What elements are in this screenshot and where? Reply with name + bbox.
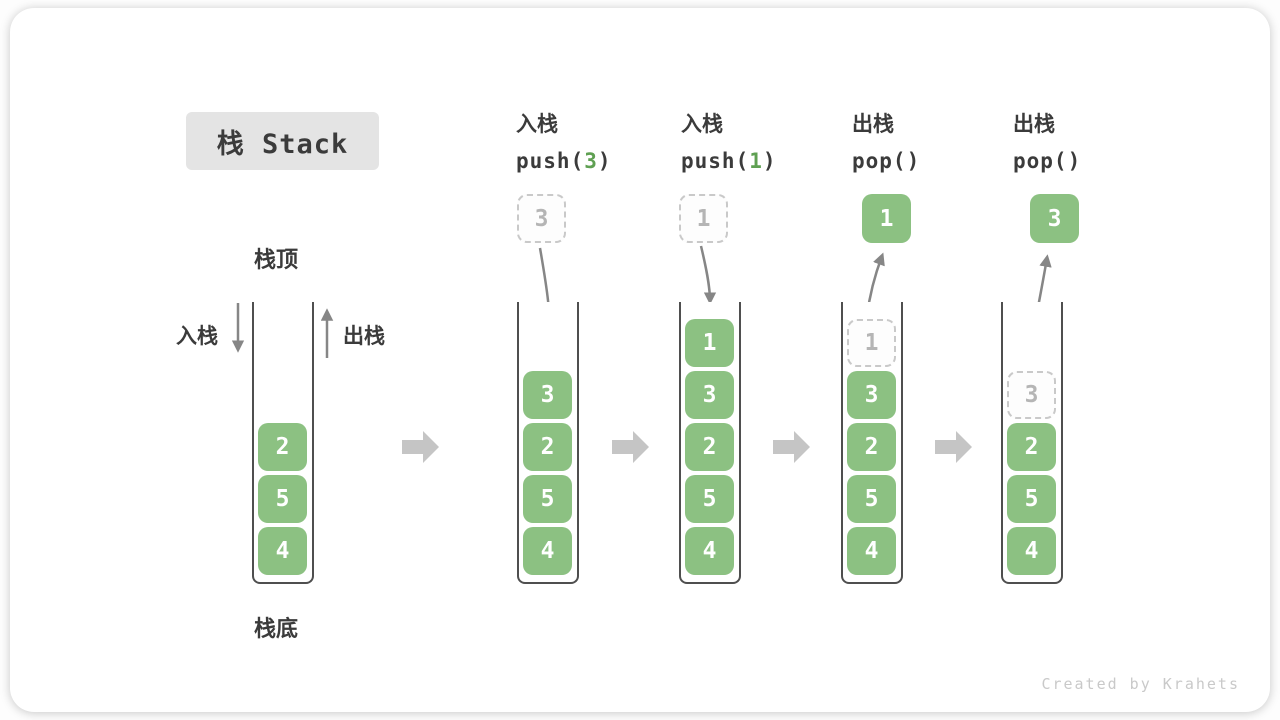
stack-cell: 2 (258, 423, 307, 471)
stage-op-label: 出栈 (852, 113, 894, 136)
stage-header-push3: 入栈 push(3) (516, 108, 676, 173)
pop-direction-label: 出栈 (343, 325, 385, 348)
stack-cell: 3 (847, 371, 896, 419)
stack-cell: 2 (685, 423, 734, 471)
stage-op-code: pop() (1013, 149, 1082, 173)
stack-cell: 4 (258, 527, 307, 575)
stack-after-push1: 1 3 2 5 4 (679, 302, 741, 584)
stage-header-push1: 入栈 push(1) (681, 108, 841, 173)
stack-ghost-cell: 3 (1007, 371, 1056, 419)
stack-cell: 2 (1007, 423, 1056, 471)
floating-value-pop3: 3 (1030, 194, 1079, 243)
stack-after-pop3: 3 2 5 4 (1001, 302, 1063, 584)
stack-cell: 4 (847, 527, 896, 575)
floating-value-push1: 1 (679, 194, 728, 243)
stage-header-pop1: 出栈 pop() (852, 108, 1012, 173)
floating-value-push3: 3 (517, 194, 566, 243)
stage-op-label: 入栈 (681, 113, 723, 136)
stack-cell: 5 (685, 475, 734, 523)
title-badge: 栈 Stack (186, 112, 379, 170)
stack-cell: 3 (685, 371, 734, 419)
stack-cell: 2 (523, 423, 572, 471)
stack-cell: 5 (523, 475, 572, 523)
stack-cell: 5 (1007, 475, 1056, 523)
stack-initial: 2 5 4 (252, 302, 314, 584)
stage-op-label: 出栈 (1013, 113, 1055, 136)
stack-cell: 4 (1007, 527, 1056, 575)
push-direction-label: 入栈 (176, 325, 218, 348)
stack-cell: 5 (847, 475, 896, 523)
stack-top-label: 栈顶 (254, 247, 299, 272)
stack-cell: 2 (847, 423, 896, 471)
floating-value-pop1: 1 (862, 194, 911, 243)
stage-op-code: pop() (852, 149, 921, 173)
stack-cell: 3 (523, 371, 572, 419)
watermark: Created by Krahets (1041, 675, 1240, 693)
stack-cell: 1 (685, 319, 734, 367)
stage-op-label: 入栈 (516, 113, 558, 136)
stage-op-code: push(1) (681, 149, 777, 173)
stack-after-pop1: 1 3 2 5 4 (841, 302, 903, 584)
stage-header-pop3: 出栈 pop() (1013, 108, 1173, 173)
stage-op-code: push(3) (516, 149, 612, 173)
stack-bottom-label: 栈底 (254, 616, 299, 641)
stack-cell: 4 (523, 527, 572, 575)
stack-after-push3: 3 2 5 4 (517, 302, 579, 584)
stack-cell: 4 (685, 527, 734, 575)
stack-cell: 5 (258, 475, 307, 523)
title-text: 栈 Stack (216, 128, 349, 160)
stack-ghost-cell: 1 (847, 319, 896, 367)
